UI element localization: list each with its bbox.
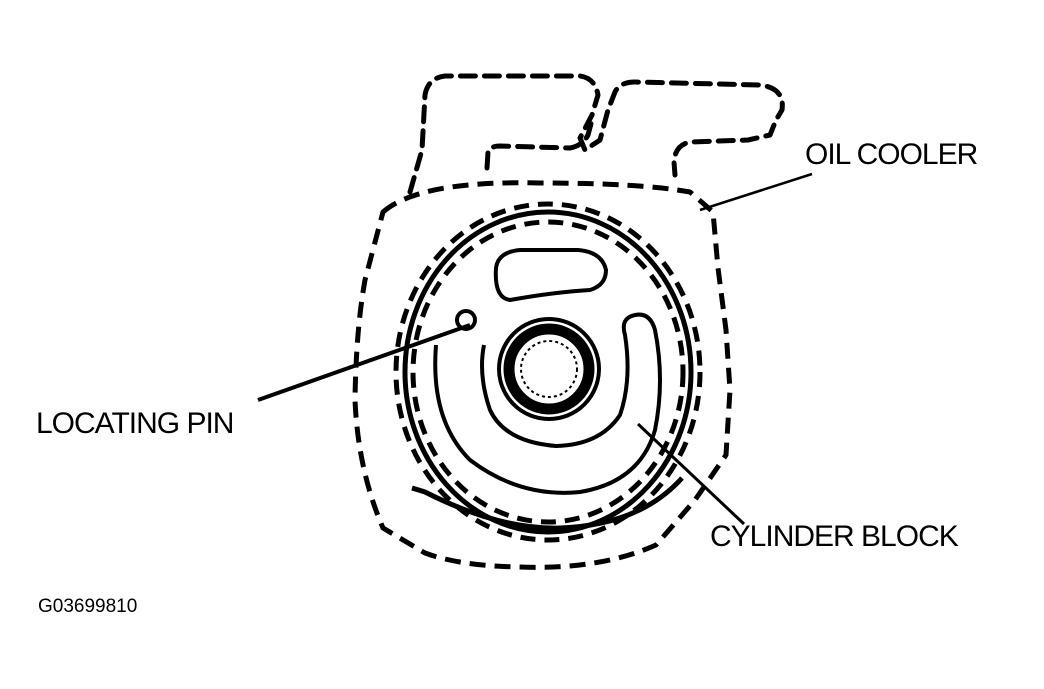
- figure-id: G03699810: [38, 596, 138, 617]
- oil-cooler-dashed-ring-inner: [410, 219, 686, 525]
- center-fitting-thread: [503, 323, 595, 415]
- cylinder-block-label: CYLINDER BLOCK: [710, 520, 959, 553]
- mounting-surface-ring: [402, 209, 694, 535]
- locating-pin-label: LOCATING PIN: [36, 407, 234, 440]
- locating-pin: [455, 309, 477, 331]
- oil-cooler-dashed-ring-outer: [393, 201, 703, 543]
- oil-cooler-pipe-inner: [484, 117, 595, 171]
- oil-cooler-label: OIL COOLER: [805, 138, 978, 171]
- horseshoe-oil-passage: [433, 312, 662, 495]
- cylinder-block-leader-line: [636, 422, 746, 526]
- upper-oil-port: [493, 248, 609, 303]
- block-lower-edge: [411, 476, 684, 531]
- oil-cooler-pipe-outline: [407, 73, 785, 195]
- locating-pin-leader-line: [257, 323, 471, 402]
- oil-cooler-leader-line: [699, 172, 813, 212]
- center-fitting-bore: [520, 340, 578, 398]
- oil-cooler-outer-outline: [352, 180, 733, 570]
- center-fitting-outer: [497, 317, 601, 421]
